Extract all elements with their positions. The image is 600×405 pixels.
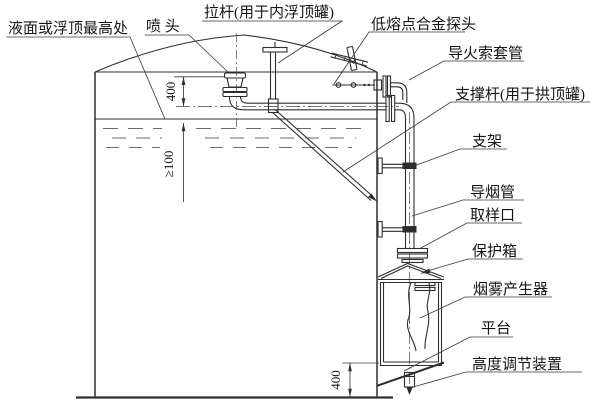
- smoke-generator-body: [406, 281, 436, 352]
- label-sampling-port: 取样口: [470, 207, 515, 224]
- label-height-adjuster: 高度调节装置: [472, 356, 562, 373]
- smoke-duct: [385, 94, 415, 249]
- spray-nozzle: [176, 33, 399, 130]
- label-support-rod: 支撑杆(用于拱顶罐): [455, 86, 585, 103]
- label-smoke-pipe: 导烟管: [470, 184, 515, 201]
- sampling-flange: [396, 247, 429, 264]
- fuse-casing-pipe: [390, 82, 410, 387]
- label-platform: 平台: [481, 320, 511, 337]
- label-liquid-level: 液面或浮顶最高处: [8, 20, 128, 37]
- height-adjuster-device: [403, 371, 416, 395]
- alloy-probe: [332, 75, 392, 98]
- callout-labels: 液面或浮顶最高处 喷 头 拉杆(用于内浮顶罐) 低熔点合金探头 导火索套管 支撑…: [8, 4, 585, 373]
- dim-roof-to-nozzle-text: 400: [163, 82, 178, 102]
- support-rod: [272, 109, 377, 202]
- label-smoke-generator: 烟雾产生器: [473, 281, 548, 298]
- label-pull-rod: 拉杆(用于内浮顶罐): [204, 4, 334, 21]
- dim-platform-height-text: 400: [328, 370, 343, 390]
- roof-mounting-pad: [330, 45, 369, 72]
- protective-box: [377, 262, 445, 367]
- dimension-min-liquid-clearance: ≥100: [161, 123, 186, 202]
- dimension-platform-height: 400: [328, 362, 379, 397]
- label-fuse-casing: 导火索套管: [448, 45, 523, 62]
- label-probe: 低熔点合金探头: [371, 16, 476, 33]
- platform-shape: [376, 361, 445, 387]
- label-protective-box: 保护箱: [472, 243, 517, 260]
- pull-rod: [262, 42, 288, 114]
- liquid-surface: [95, 118, 377, 148]
- dimension-roof-to-nozzle: 400: [163, 76, 224, 107]
- dim-min-clearance-text: ≥100: [161, 151, 176, 178]
- wall-brackets: [377, 157, 417, 238]
- label-nozzle: 喷 头: [146, 18, 180, 35]
- leader-lines: [6, 20, 590, 388]
- tank-outline: [76, 34, 393, 399]
- label-bracket: 支架: [472, 133, 502, 150]
